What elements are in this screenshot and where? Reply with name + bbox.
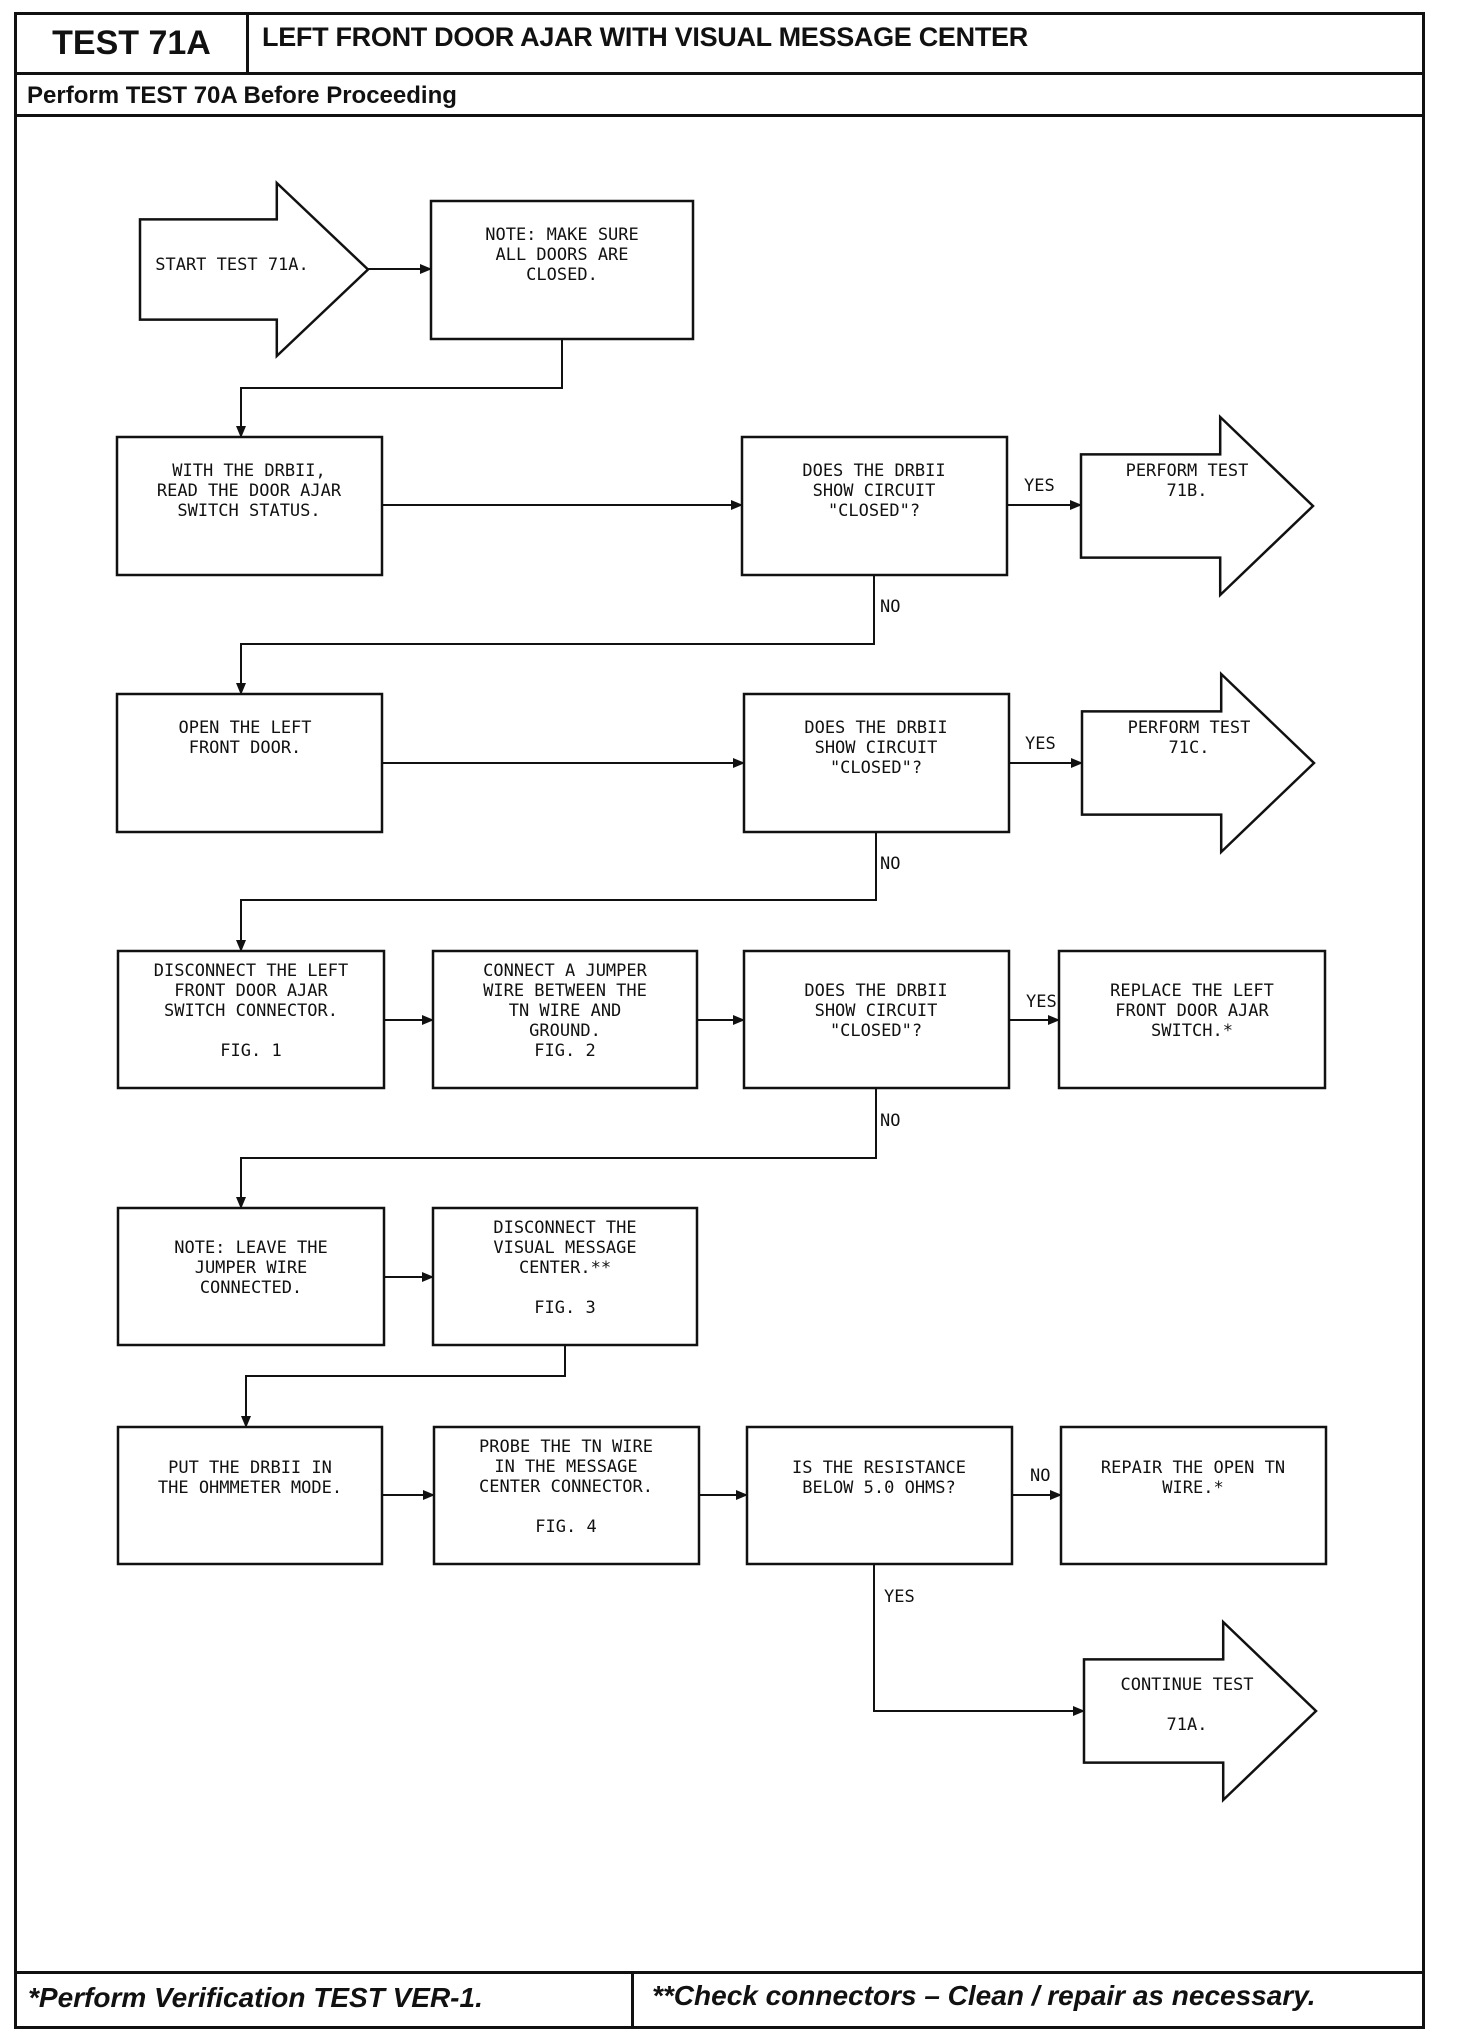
header-divider xyxy=(249,72,1425,75)
edge-label-yes2: YES xyxy=(1025,734,1056,754)
node-read xyxy=(115,435,384,577)
node-note2 xyxy=(116,1206,386,1347)
node-ohm xyxy=(116,1425,384,1566)
header-bottom-rule xyxy=(17,114,1425,117)
footer-note-right: **Check connectors – Clean / repair as n… xyxy=(652,1980,1316,2011)
node-dec3 xyxy=(742,949,1011,1090)
flow-connector xyxy=(236,1088,877,1209)
node-probe xyxy=(432,1425,701,1566)
node-note1 xyxy=(429,199,695,341)
node-t71b-arrow xyxy=(1079,414,1315,598)
test-id-box: TEST 71A xyxy=(17,15,249,75)
flow-connector xyxy=(241,1345,566,1428)
node-vmc xyxy=(431,1206,699,1347)
node-t71c-arrow xyxy=(1080,671,1316,855)
flow-connector xyxy=(873,1564,1085,1716)
node-repair xyxy=(1059,1425,1328,1566)
flow-connector xyxy=(236,832,877,952)
node-dec2 xyxy=(742,692,1011,834)
page-title: LEFT FRONT DOOR AJAR WITH VISUAL MESSAGE… xyxy=(262,22,1028,52)
page-subtitle: Perform TEST 70A Before Proceeding xyxy=(27,82,457,109)
node-disc xyxy=(116,949,386,1090)
node-jump xyxy=(431,949,699,1090)
footer-rule xyxy=(17,1971,1425,1974)
edge-label-yes1: YES xyxy=(1024,476,1055,496)
flow-connector xyxy=(236,339,563,438)
edge-label-yes3: YES xyxy=(1026,992,1057,1012)
edge-label-no1: NO xyxy=(880,597,900,617)
edge-label-no4: NO xyxy=(1030,1466,1050,1486)
node-open xyxy=(115,692,384,834)
edge-label-no2: NO xyxy=(880,854,900,874)
flow-connector xyxy=(236,575,875,695)
node-start-text: START TEST 71A. xyxy=(155,255,309,275)
node-repl xyxy=(1057,949,1327,1090)
node-res xyxy=(745,1425,1014,1566)
edge-label-yes4: YES xyxy=(884,1587,915,1607)
page-frame xyxy=(14,12,1425,2029)
node-dec1 xyxy=(740,435,1009,577)
node-cont-arrow xyxy=(1082,1619,1318,1803)
node-start-arrow xyxy=(138,180,370,359)
edge-label-no3: NO xyxy=(880,1111,900,1131)
footer-divider xyxy=(631,1971,634,2029)
footer-note-left: *Perform Verification TEST VER-1. xyxy=(28,1982,483,2013)
